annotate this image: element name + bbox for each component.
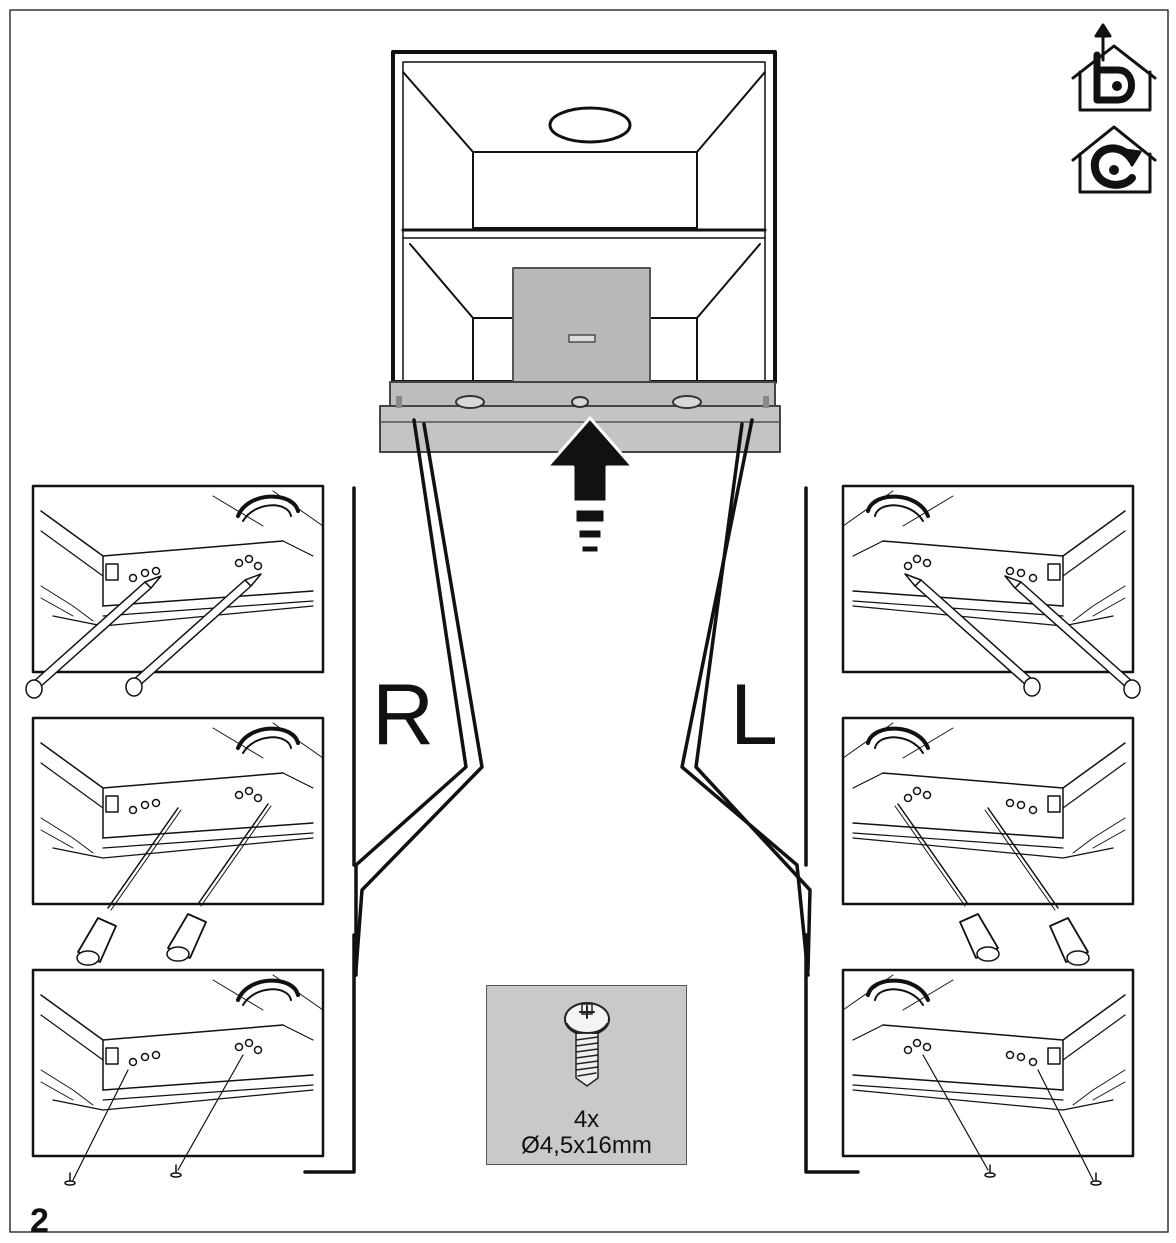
screw-quantity: 4x	[573, 1106, 600, 1133]
detail-panel-pre-screw-l	[841, 716, 1135, 966]
hood-body	[512, 267, 651, 383]
duct-opening	[548, 106, 632, 144]
detail-panel-pre-screw-r	[31, 716, 325, 966]
recirculation-mode-icon	[1071, 125, 1157, 194]
ducted-mode-icon	[1071, 23, 1157, 112]
detail-panel-mark-holes-r	[25, 484, 325, 699]
push-up-arrow-icon	[545, 416, 635, 555]
screw-size: Ø4,5x16mm	[521, 1132, 652, 1159]
leader-lines	[354, 418, 812, 977]
cabinet-illustration	[379, 50, 781, 453]
detail-panel-fix-screws-l	[841, 968, 1135, 1186]
screw-icon	[564, 1002, 610, 1087]
side-right-label: R	[372, 667, 435, 763]
detail-panel-mark-holes-l	[841, 484, 1141, 699]
hardware-box: 4x Ø4,5x16mm	[486, 985, 687, 1165]
section-brackets	[303, 486, 860, 1174]
page-border	[9, 9, 1169, 1233]
detail-panel-fix-screws-r	[31, 968, 325, 1186]
side-left-label: L	[730, 667, 778, 763]
step-number: 2	[30, 1202, 49, 1240]
